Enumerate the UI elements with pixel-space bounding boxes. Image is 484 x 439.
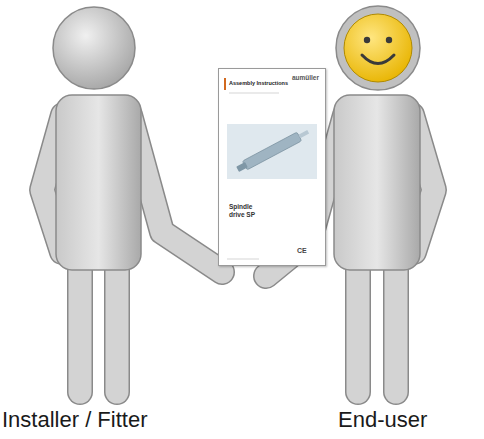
product-name: Spindle drive SP — [229, 203, 269, 219]
installer-figure — [42, 7, 222, 392]
document-sheet: aumüllerAssembly InstructionsSpindle dri… — [218, 68, 326, 266]
document-title: Assembly Instructions — [229, 80, 288, 87]
ce-mark: CE — [297, 247, 307, 255]
logo-text: aumüller — [292, 74, 319, 82]
role-label: End-user — [338, 407, 427, 433]
role-label: Installer / Fitter — [2, 407, 147, 433]
document-photo — [219, 69, 325, 265]
